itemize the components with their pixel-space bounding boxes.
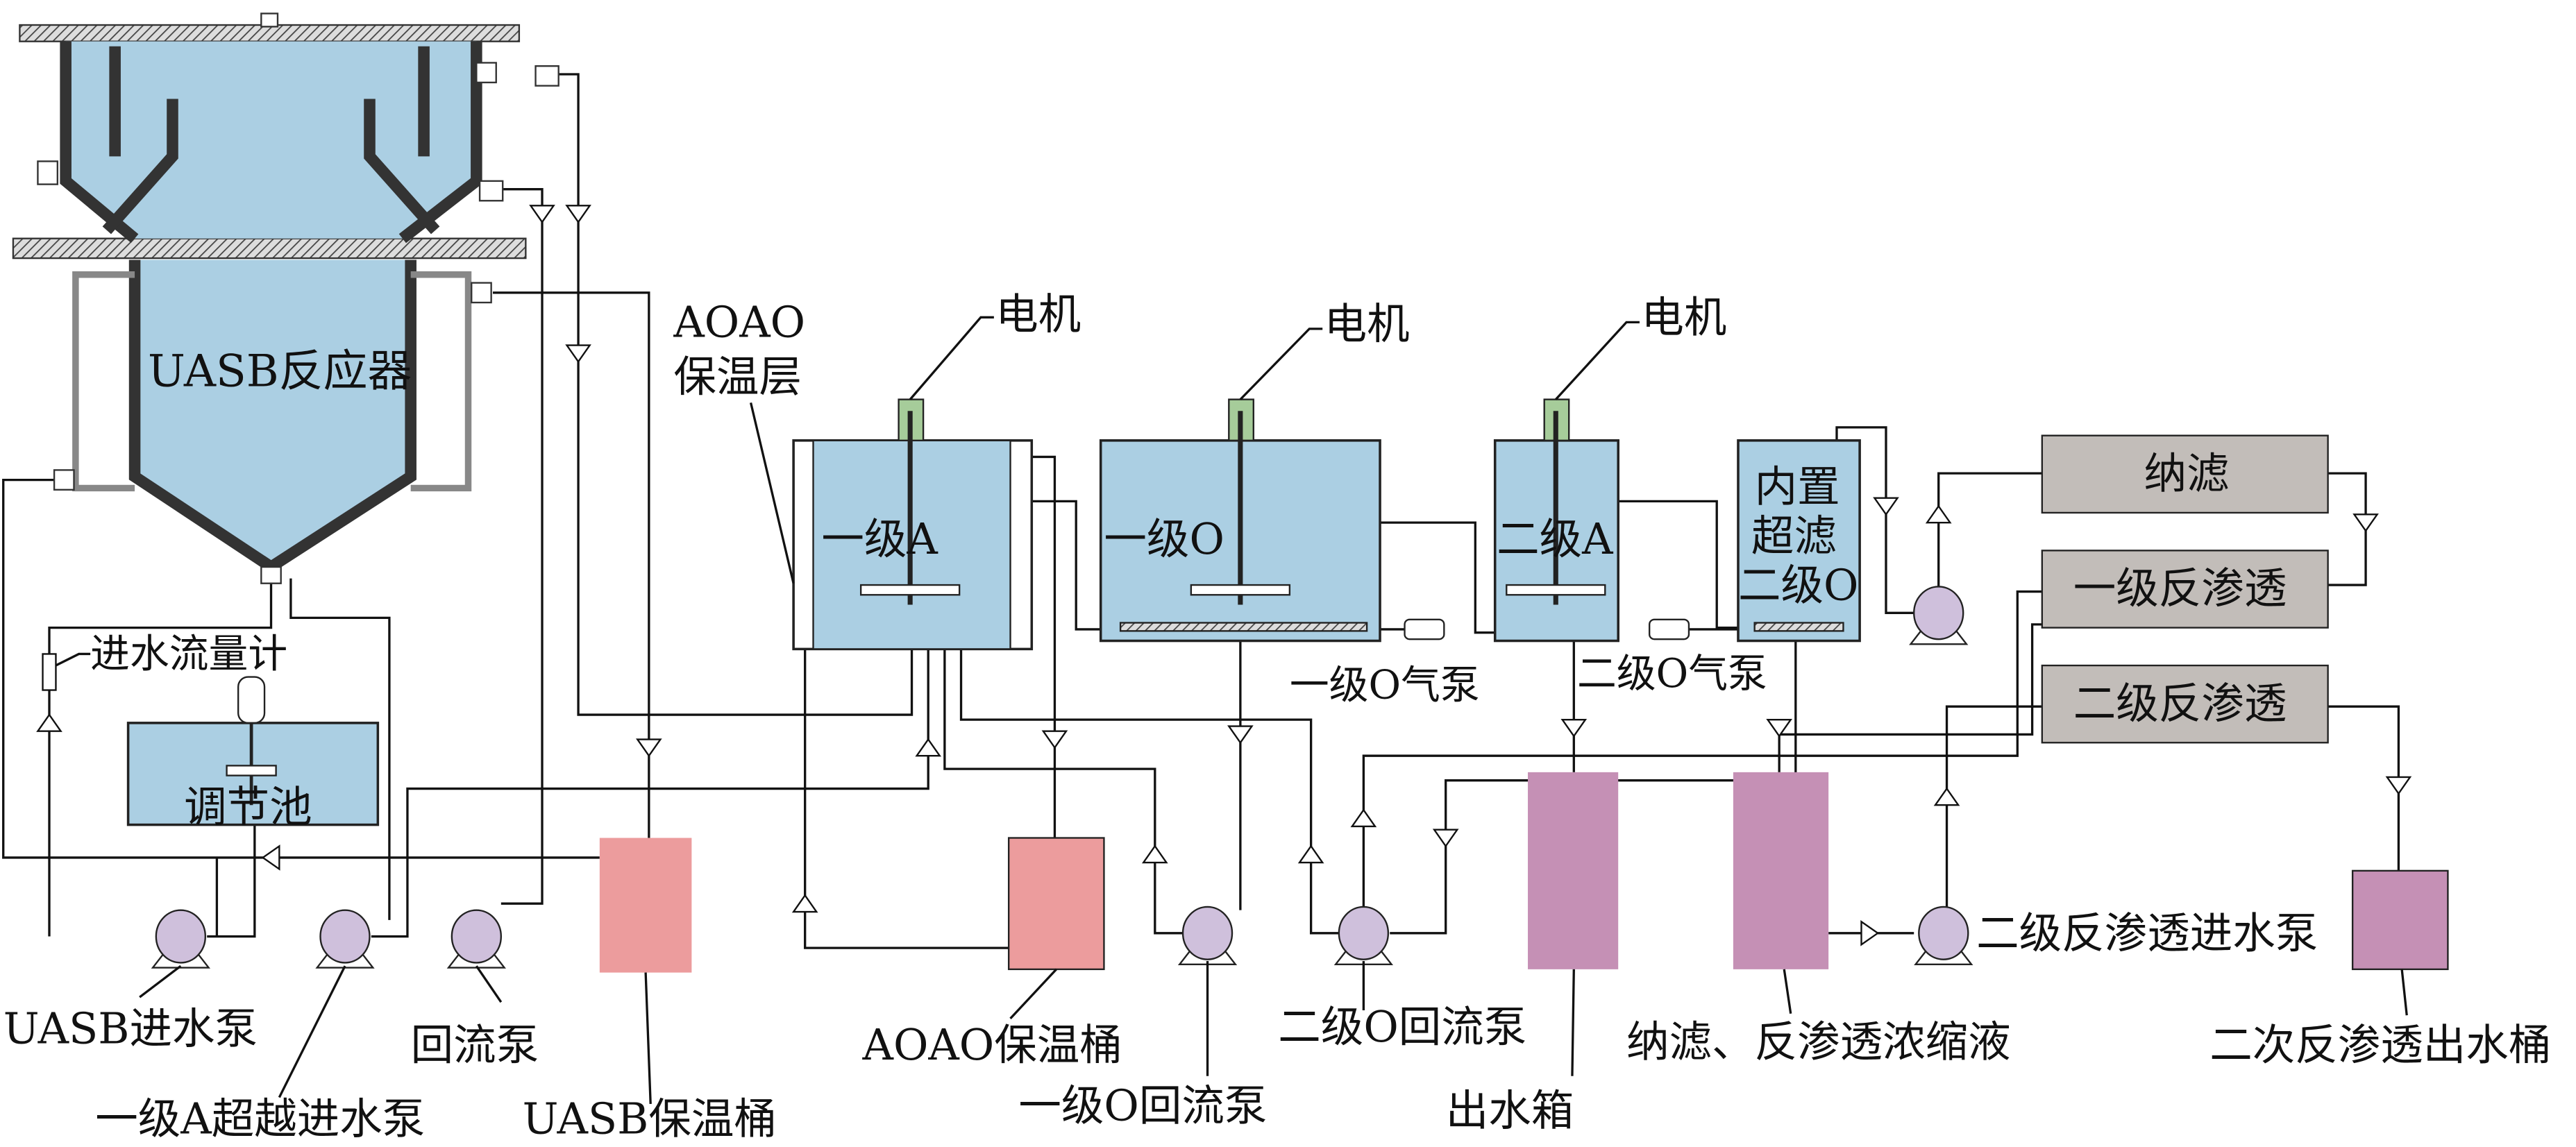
motor-icon [1506, 398, 1606, 605]
aoao-system: 电机 电机 电机 AOAO 保温层 一级A 一级O 二级A 内置 超滤 二级O … [673, 289, 1861, 708]
equalization-tank-label: 调节池 [184, 782, 312, 832]
air-pump-icon [1404, 618, 1445, 640]
ro-stage2-unit [2041, 664, 2329, 744]
ro2-effluent-bucket [2351, 869, 2449, 971]
concentrate-tank [1733, 772, 1829, 969]
flow-arrow-icon [1933, 787, 1960, 806]
flow-arrow-icon [1873, 497, 1899, 516]
aoao-insulation-bucket-label: AOAO保温桶 [862, 1020, 1122, 1070]
flow-arrow-icon [1350, 808, 1377, 828]
uasb-reactor-label: UASB反应器 [148, 346, 412, 398]
pumps [151, 586, 1973, 969]
equalization-tank: 调节池 [126, 676, 380, 832]
flow-arrows [36, 205, 2412, 946]
ro-stage1-unit [2041, 550, 2329, 629]
tank-2o-label: 超滤 [1751, 511, 1837, 561]
flow-arrow-icon [791, 894, 818, 913]
flow-arrow-icon [1766, 718, 1792, 738]
nanofiltration-label: 纳滤 [2144, 448, 2230, 498]
flow-arrow-icon [1041, 730, 1068, 749]
air-pump-1o-label: 一级O气泵 [1290, 662, 1480, 708]
aoao-insulation-label: AOAO [673, 298, 805, 348]
concentrate-label: 纳滤、反渗透浓缩液 [1626, 1017, 2011, 1067]
flow-arrow-icon [565, 344, 591, 364]
uasb-feed-pump-label: UASB进水泵 [3, 1003, 258, 1053]
uasb-insulation-bucket [599, 838, 692, 973]
tank-1o-label: 一级O [1104, 514, 1224, 564]
aoao-insulation-bucket [1007, 837, 1105, 971]
uasb-reactor: UASB反应器 [12, 12, 559, 584]
flow-arrow-icon [1297, 844, 1324, 864]
flow-arrow-icon [261, 844, 280, 871]
effluent-tank [1528, 772, 1619, 969]
pump-icon [446, 909, 506, 969]
motor-icon [1190, 398, 1291, 605]
uasb-insulation-bucket-label: UASB保温桶 [523, 1094, 777, 1144]
ro2-feed-pump-label: 二级反渗透进水泵 [1976, 908, 2318, 958]
pump-icon [151, 909, 210, 969]
tank-2a-label: 二级A [1497, 514, 1614, 564]
motor-label: 电机 [995, 289, 1081, 339]
flow-arrow-icon [529, 205, 555, 224]
pump-icon [1914, 906, 1973, 965]
return-pump-label: 回流泵 [411, 1020, 539, 1070]
return-pump-2o-label: 二级O回流泵 [1278, 1002, 1526, 1052]
flow-arrow-icon [1560, 718, 1588, 738]
tank-1a-label: 一级A [821, 514, 938, 564]
return-pump-1o-label: 一级O回流泵 [1018, 1081, 1267, 1131]
aoao-insulation-label: 保温层 [673, 352, 802, 402]
flow-arrow-icon [36, 713, 62, 732]
tank-2o-label: 内置 [1755, 461, 1840, 511]
pump-icon [315, 909, 375, 969]
nanofiltration-unit [2041, 434, 2329, 514]
pump-icon [1177, 906, 1238, 965]
motor-label: 电机 [1641, 293, 1726, 343]
pump-icon [1333, 906, 1394, 965]
flow-arrow-icon [2385, 776, 2412, 795]
flow-arrow-icon [1141, 844, 1168, 864]
bypass-feed-pump-label: 一级A超越进水泵 [95, 1094, 425, 1144]
flowmeter-icon [42, 653, 57, 691]
ro-stage1-label: 一级反渗透 [2073, 563, 2287, 613]
flowmeter-label: 进水流量计 [90, 631, 287, 677]
flow-arrow-icon [1925, 504, 1952, 524]
tank-2o-label: 二级O [1738, 560, 1858, 610]
pipe-network [2, 73, 2400, 949]
ro2-effluent-bucket-label: 二次反渗透出水桶 [2209, 1020, 2551, 1070]
flow-arrow-icon [1432, 829, 1459, 848]
flow-arrow-icon [915, 738, 942, 757]
effluent-tank-label: 出水箱 [1446, 1086, 1574, 1136]
flow-arrow-icon [636, 738, 662, 758]
motor-label: 电机 [1324, 299, 1410, 349]
flow-arrow-icon [1860, 919, 1880, 946]
pump-icon [1909, 586, 1969, 645]
flow-arrow-icon [565, 205, 591, 224]
air-pump-2o-label: 二级O气泵 [1577, 651, 1767, 697]
air-pump-icon [1648, 618, 1690, 640]
ro-stage2-label: 二级反渗透 [2073, 679, 2287, 729]
flow-arrow-icon [2352, 513, 2379, 533]
flow-arrow-icon [1227, 725, 1254, 745]
